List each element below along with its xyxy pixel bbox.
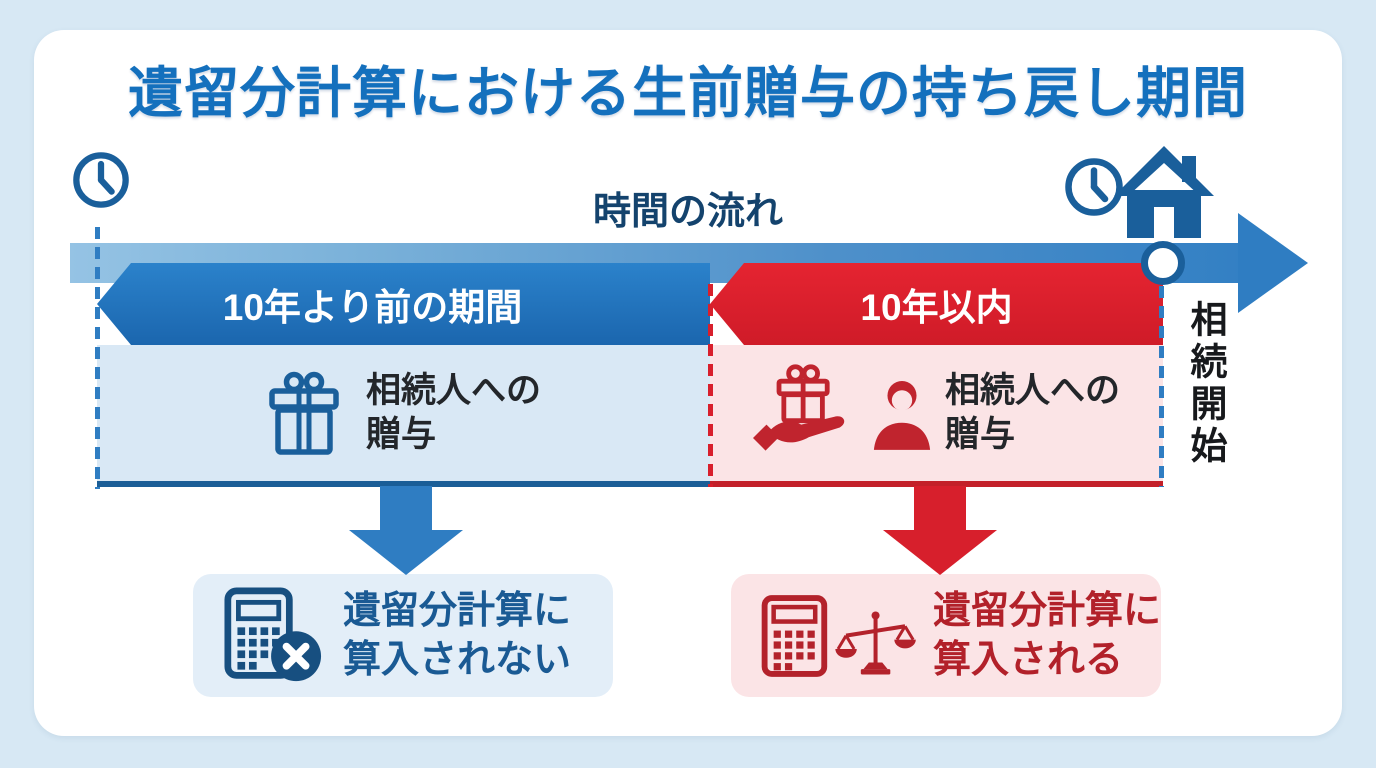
panel-label-line1: 相続人への: [365, 371, 541, 411]
panel-gift-within: 相続人への 贈与: [710, 345, 1163, 487]
panel-label-line1: 相続人への: [944, 371, 1120, 411]
boundary-dash-ten-years: [708, 284, 713, 487]
result-label-line1: 遺留分計算に: [932, 589, 1161, 632]
panel-label: 相続人への 贈与: [945, 369, 1120, 457]
gift-icon: [269, 371, 339, 455]
page-title: 遺留分計算における生前贈与の持ち戻し期間: [127, 62, 1248, 124]
clock-icon: [1065, 158, 1123, 216]
result-label-line2: 算入される: [932, 638, 1123, 681]
down-arrow-included-head: [883, 530, 997, 575]
panel-gift-before: 相続人への 贈与: [97, 345, 710, 487]
boundary-dash-inheritance: [1159, 286, 1164, 487]
period-banner-before-label: 10年より前の期間: [222, 287, 523, 328]
result-label-line1: 遺留分計算に: [343, 589, 572, 632]
period-banner-within-label: 10年以内: [860, 287, 1013, 328]
result-box-excluded: 遺留分計算に 算入されない: [193, 574, 613, 697]
panel-label-line2: 贈与: [365, 415, 436, 454]
period-banner-within: 10年以内: [710, 263, 1163, 345]
period-banner-before: 10年より前の期間: [97, 263, 710, 345]
calculator-x-icon: [224, 586, 322, 681]
timeline-node: [1141, 241, 1185, 285]
down-arrow-excluded: [380, 486, 432, 530]
calculator-icon: [761, 594, 828, 677]
gift-on-hand-icon: [752, 364, 845, 451]
result-box-included: 遺留分計算に 算入される: [731, 574, 1161, 697]
result-label-line2: 算入されない: [343, 638, 572, 681]
house-icon: [1114, 146, 1214, 238]
timeline-flow-label: 時間の流れ: [592, 191, 783, 233]
timeline-arrowhead-icon: [1238, 213, 1308, 313]
result-label-excluded: 遺留分計算に 算入されない: [343, 587, 571, 684]
balance-scale-icon: [835, 610, 916, 675]
down-arrow-included: [914, 486, 966, 530]
down-arrow-excluded-head: [349, 530, 463, 575]
clock-icon: [73, 152, 129, 208]
panel-label: 相続人への 贈与: [366, 369, 541, 457]
inheritance-start-label: 相続開始: [1185, 300, 1226, 468]
result-label-included: 遺留分計算に 算入される: [933, 587, 1161, 684]
person-icon: [873, 381, 931, 450]
boundary-dash-start: [95, 227, 100, 489]
panel-label-line2: 贈与: [944, 415, 1015, 454]
